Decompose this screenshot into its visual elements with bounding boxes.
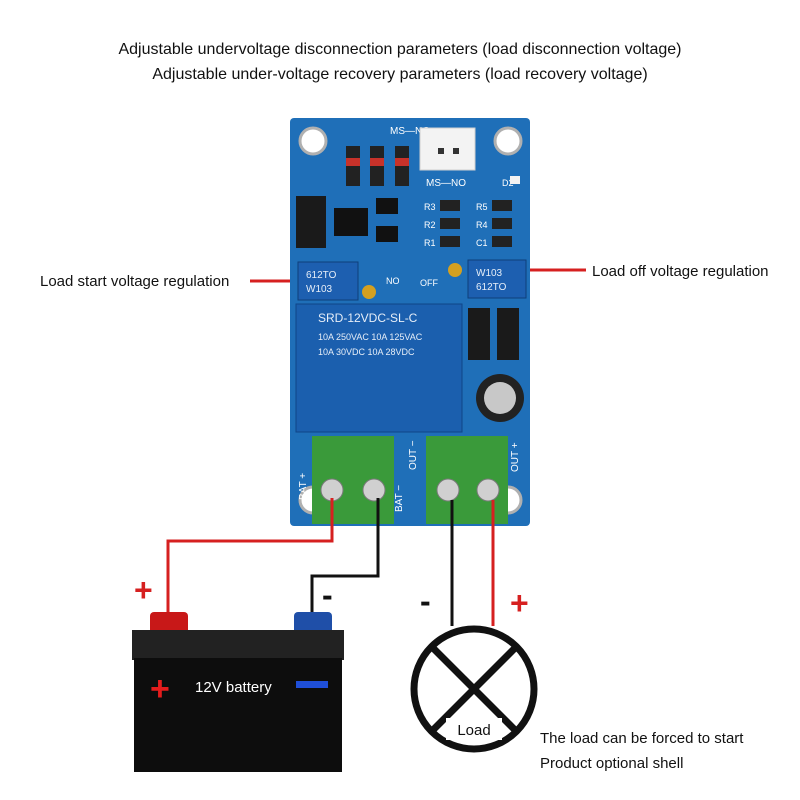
potentiometer-right xyxy=(467,259,527,299)
res-label-r2: R2 xyxy=(424,220,436,230)
res-label-r1: R1 xyxy=(424,238,436,248)
wire-battery-plus xyxy=(166,498,334,614)
battery-plus-symbol: + xyxy=(150,670,170,708)
battery-minus-symbol xyxy=(296,681,328,688)
load-cross-2 xyxy=(429,644,519,734)
terminal-block-bat xyxy=(312,436,394,524)
res-label-r4: R4 xyxy=(476,220,488,230)
pot-right-screw xyxy=(448,263,462,277)
wire-battery-minus xyxy=(310,498,380,614)
off-label: OFF xyxy=(420,278,438,288)
battery-top xyxy=(132,630,344,660)
load-label-bg xyxy=(446,718,502,740)
resistor-r5 xyxy=(492,200,512,211)
terminal-block-out xyxy=(426,436,508,524)
out-plus-label: OUT + xyxy=(510,442,521,472)
mark-battery-minus: - xyxy=(322,577,333,613)
out-minus-label: OUT − xyxy=(408,440,419,470)
transistor-power-1 xyxy=(468,308,490,360)
res-label-r5: R5 xyxy=(476,202,488,212)
bat-plus-label: BAT + xyxy=(298,473,309,500)
switch-label: NO xyxy=(386,276,400,286)
mount-hole-br xyxy=(493,485,523,515)
resistor-r1 xyxy=(440,236,460,247)
terminal-bat-plus-screw xyxy=(320,478,344,502)
relay-rating-2: 10A 30VDC 10A 28VDC xyxy=(318,347,415,357)
diode-2 xyxy=(370,146,384,186)
mark-battery-plus: + xyxy=(134,572,153,608)
battery-body xyxy=(134,658,342,772)
pot-right-series: 612TO xyxy=(476,282,507,293)
load-off-callout: Load off voltage regulation xyxy=(592,263,769,280)
battery-label: 12V battery xyxy=(195,679,272,696)
pot-left-screw xyxy=(362,285,376,299)
pot-left-code: W103 xyxy=(306,284,333,295)
battery: + 12V battery xyxy=(132,612,344,772)
jumper-label-mid: MS—NO xyxy=(426,178,466,189)
resistor-r3 xyxy=(440,200,460,211)
note-forced-start: The load can be forced to start xyxy=(540,730,744,747)
jumper-header xyxy=(419,127,476,171)
note-optional-shell: Product optional shell xyxy=(540,755,684,772)
relay xyxy=(295,303,463,433)
battery-minus-terminal xyxy=(294,612,332,634)
diode-2-band xyxy=(370,158,384,166)
transistor-2 xyxy=(376,226,398,242)
terminal-out-minus-screw xyxy=(436,478,460,502)
relay-model: SRD-12VDC-SL-C xyxy=(318,311,418,325)
terminal-out-plus-screw xyxy=(476,478,500,502)
jumper-label-top: MS—NO xyxy=(390,126,430,137)
relay-module-board: MS—NO MS—NO R3 R2 R1 R5 R4 C1 D2 612TO W… xyxy=(290,118,530,526)
load-circle xyxy=(410,625,538,753)
mark-load-plus: + xyxy=(510,585,529,621)
capacitor-c1 xyxy=(492,236,512,247)
transistor-power-2 xyxy=(497,308,519,360)
pcb xyxy=(290,118,530,526)
load-start-callout: Load start voltage regulation xyxy=(40,273,230,290)
resistor-r4 xyxy=(492,218,512,229)
pot-left-series: 612TO xyxy=(306,270,337,281)
load-lamp: Load xyxy=(410,625,538,753)
relay-rating-1: 10A 250VAC 10A 125VAC xyxy=(318,332,423,342)
pot-right-code: W103 xyxy=(476,268,503,279)
mount-hole-bl xyxy=(298,485,328,515)
diode-1 xyxy=(346,146,360,186)
resistor-r2 xyxy=(440,218,460,229)
jumper-pin-1 xyxy=(438,148,444,154)
battery-plus-terminal xyxy=(150,612,188,634)
mount-hole-tr xyxy=(493,126,523,156)
diode-1-band xyxy=(346,158,360,166)
header-line-1: Adjustable undervoltage disconnection pa… xyxy=(118,41,682,58)
terminal-bat-minus-screw xyxy=(362,478,386,502)
capacitor-electrolytic xyxy=(476,374,524,422)
load-cross-1 xyxy=(429,644,519,734)
capacitor-top xyxy=(484,382,516,414)
potentiometer-left xyxy=(297,261,359,301)
diode-3-band xyxy=(395,158,409,166)
ic-chip xyxy=(334,208,368,236)
diode-3 xyxy=(395,146,409,186)
header-line-2: Adjustable under-voltage recovery parame… xyxy=(152,66,648,83)
bat-minus-label: BAT − xyxy=(394,485,405,512)
mark-load-minus: - xyxy=(420,583,431,619)
cap-label-c1: C1 xyxy=(476,238,488,248)
load-label: Load xyxy=(457,722,490,739)
res-label-r3: R3 xyxy=(424,202,436,212)
transistor-1 xyxy=(376,198,398,214)
led-d2 xyxy=(510,176,520,184)
jumper-pin-2 xyxy=(453,148,459,154)
regulator xyxy=(296,196,326,248)
mount-hole-tl xyxy=(298,126,328,156)
led-label-d2: D2 xyxy=(502,178,514,188)
